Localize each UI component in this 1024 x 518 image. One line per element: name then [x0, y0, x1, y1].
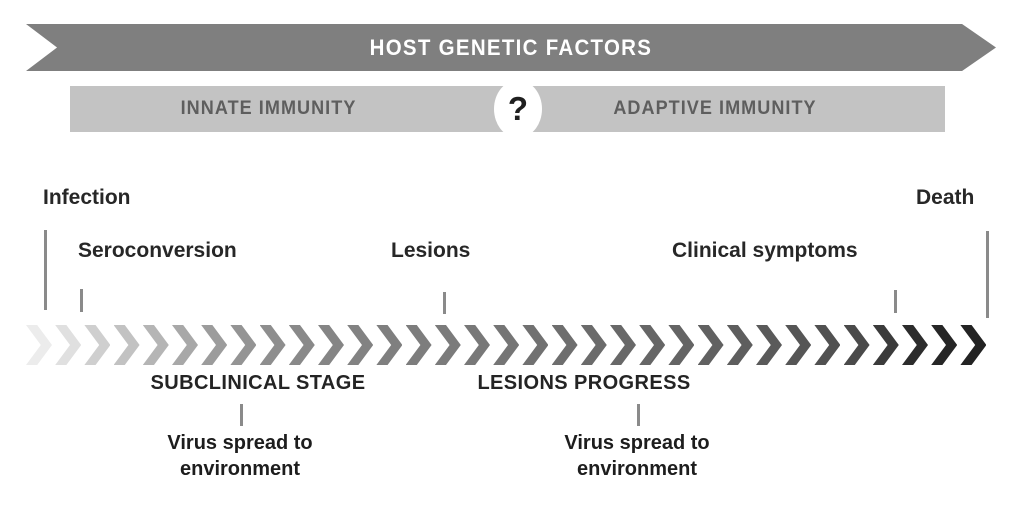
question-mark-bubble: ? — [494, 80, 542, 138]
adaptive-immunity-label: ADAPTIVE IMMUNITY — [613, 98, 817, 119]
chevron-17 — [493, 325, 520, 365]
chevron-24 — [697, 325, 724, 365]
event-tick-clinical-symptoms — [894, 290, 897, 313]
event-tick-lesions — [443, 292, 446, 314]
chevron-9 — [259, 325, 286, 365]
innate-immunity-label: INNATE IMMUNITY — [180, 98, 357, 119]
stage-tick-1 — [240, 404, 243, 426]
chevron-19 — [551, 325, 578, 365]
chevron-6 — [172, 325, 198, 365]
chevron-15 — [434, 325, 461, 365]
chevron-20 — [580, 325, 607, 365]
host-genetic-factors-banner: HOST GENETIC FACTORS — [26, 24, 996, 71]
chevron-28 — [814, 325, 841, 365]
chevron-8 — [230, 325, 257, 365]
chevron-25 — [726, 325, 753, 365]
stage-label-lesions-progress: LESIONS PROGRESS — [477, 372, 691, 394]
chevron-18 — [522, 325, 549, 365]
stage-note-line2: environment — [576, 458, 698, 480]
chevron-2 — [55, 325, 82, 365]
chevron-10 — [288, 325, 315, 365]
chevron-1 — [26, 325, 52, 365]
event-label-death: Death — [916, 186, 975, 209]
chevron-11 — [318, 325, 344, 365]
chevron-23 — [668, 325, 695, 365]
chevron-27 — [785, 325, 812, 365]
chevron-22 — [639, 325, 666, 365]
event-tick-death — [986, 231, 989, 318]
chevron-5 — [142, 325, 169, 365]
question-mark-icon: ? — [507, 89, 529, 127]
progression-chevron-band — [26, 325, 994, 365]
chevron-12 — [347, 325, 374, 365]
chevron-32 — [931, 325, 958, 365]
stage-note-line1: Virus spread to — [564, 432, 710, 454]
event-tick-seroconversion — [80, 289, 83, 312]
event-label-seroconversion: Seroconversion — [78, 239, 237, 262]
chevron-16 — [464, 325, 490, 365]
chevron-30 — [872, 325, 899, 365]
chevron-29 — [843, 325, 870, 365]
stage-label-subclinical-stage: SUBCLINICAL STAGE — [150, 372, 366, 394]
chevron-33 — [960, 325, 987, 365]
chevron-14 — [405, 325, 432, 365]
event-label-clinical-symptoms: Clinical symptoms — [672, 239, 858, 262]
host-genetic-factors-label: HOST GENETIC FACTORS — [369, 34, 653, 60]
event-label-infection: Infection — [43, 186, 131, 209]
chevron-21 — [610, 325, 636, 365]
stage-note-line1: Virus spread to — [167, 432, 313, 454]
chevron-26 — [756, 325, 782, 365]
event-tick-infection — [44, 230, 47, 310]
stage-note-1: Virus spread to environment — [167, 430, 312, 482]
stage-tick-2 — [637, 404, 640, 426]
chevron-3 — [84, 325, 111, 365]
chevron-7 — [201, 325, 228, 365]
event-label-lesions: Lesions — [391, 239, 471, 262]
stage-note-line2: environment — [179, 458, 301, 480]
stage-note-2: Virus spread to environment — [564, 430, 709, 482]
chevron-31 — [902, 325, 928, 365]
chevron-13 — [376, 325, 403, 365]
chevron-4 — [113, 325, 140, 365]
